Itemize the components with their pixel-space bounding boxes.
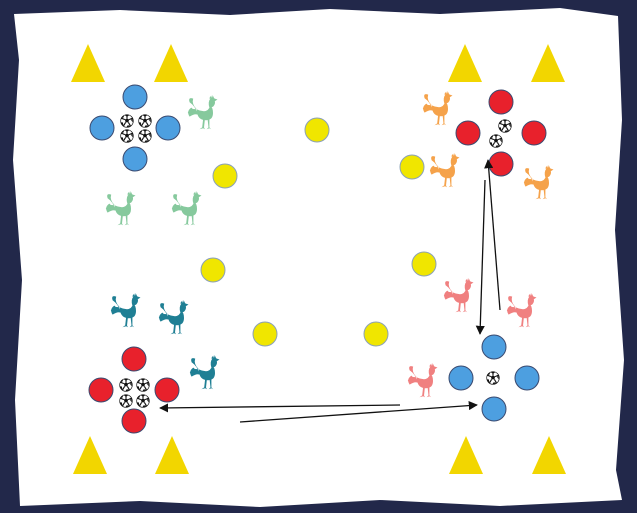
player-dot [123,147,147,171]
player-dot [456,121,480,145]
soccer-ball-icon [120,379,133,392]
player-dot [522,121,546,145]
soccer-ball-icon [499,120,512,133]
pitch [13,8,624,507]
marker-disc-icon [201,258,225,282]
soccer-ball-icon [487,372,500,385]
player-dot [482,335,506,359]
marker-disc-icon [253,322,277,346]
marker-disc-icon [412,252,436,276]
player-dot [123,85,147,109]
player-dot [489,90,513,114]
player-dot [515,366,539,390]
soccer-ball-icon [120,395,133,408]
player-dot [489,152,513,176]
soccer-ball-icon [121,115,134,128]
player-dot [155,378,179,402]
player-dot [89,378,113,402]
soccer-ball-icon [490,135,503,148]
player-dot [122,347,146,371]
marker-disc-icon [213,164,237,188]
soccer-ball-icon [121,130,134,143]
soccer-ball-icon [137,379,150,392]
marker-disc-icon [364,322,388,346]
player-dot [90,116,114,140]
player-dot [449,366,473,390]
soccer-ball-icon [137,395,150,408]
marker-disc-icon [305,118,329,142]
player-dot [156,116,180,140]
soccer-ball-icon [139,115,152,128]
soccer-ball-icon [139,130,152,143]
player-dot [482,397,506,421]
player-dot [122,409,146,433]
marker-disc-icon [400,155,424,179]
